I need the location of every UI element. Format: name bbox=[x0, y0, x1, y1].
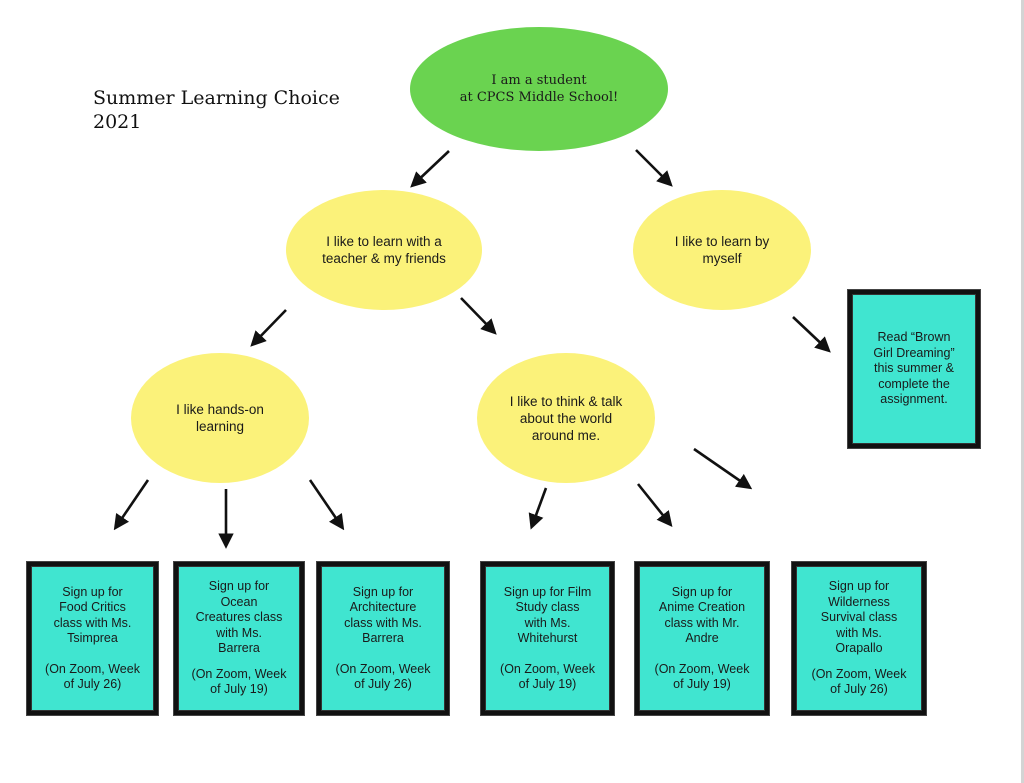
card-schedule: (On Zoom, Week of July 19) bbox=[191, 666, 287, 697]
card-text: Sign up for Food Critics class with Ms. … bbox=[53, 584, 132, 646]
arrow-hands-on-to-food-critics bbox=[113, 479, 150, 531]
arrow-with-others-to-think-talk bbox=[460, 297, 497, 335]
card-schedule: (On Zoom, Week of July 19) bbox=[654, 661, 750, 692]
card-schedule: (On Zoom, Week of July 26) bbox=[45, 661, 140, 692]
card-text: Sign up for Architecture class with Ms. … bbox=[344, 584, 422, 646]
page-edge bbox=[1021, 0, 1024, 783]
card-text: Sign up for Anime Creation class with Mr… bbox=[658, 584, 746, 646]
node-learn-with-teacher-friends: I like to learn with a teacher & my frie… bbox=[286, 190, 482, 310]
card-text: Sign up for Wilderness Survival class wi… bbox=[820, 579, 898, 656]
node-think-talk-world: I like to think & talk about the world a… bbox=[477, 353, 655, 483]
arrow-think-talk-to-anime-creation bbox=[636, 483, 673, 528]
card-read-brown-girl-dreaming: Read “Brown Girl Dreaming” this summer &… bbox=[848, 290, 980, 448]
card-text: Sign up for Film Study class with Ms. Wh… bbox=[503, 584, 592, 646]
arrow-root-to-by-myself bbox=[635, 149, 673, 187]
arrow-root-to-with-others bbox=[410, 150, 450, 188]
page-title: Summer Learning Choice 2021 bbox=[93, 87, 340, 133]
node-hands-on-learning: I like hands-on learning bbox=[131, 353, 309, 483]
card-text: Sign up for Ocean Creatures class with M… bbox=[195, 579, 283, 656]
card-film-study: Sign up for Film Study class with Ms. Wh… bbox=[481, 562, 614, 715]
node-learn-by-myself: I like to learn by myself bbox=[633, 190, 811, 310]
arrow-with-others-to-hands-on bbox=[250, 309, 287, 347]
card-schedule: (On Zoom, Week of July 26) bbox=[811, 666, 907, 697]
card-schedule: (On Zoom, Week of July 19) bbox=[500, 661, 595, 692]
card-wilderness-survival: Sign up for Wilderness Survival class wi… bbox=[792, 562, 926, 715]
card-schedule: (On Zoom, Week of July 26) bbox=[335, 661, 431, 692]
card-food-critics: Sign up for Food Critics class with Ms. … bbox=[27, 562, 158, 715]
card-text: Read “Brown Girl Dreaming” this summer &… bbox=[873, 330, 955, 407]
card-architecture: Sign up for Architecture class with Ms. … bbox=[317, 562, 449, 715]
card-ocean-creatures: Sign up for Ocean Creatures class with M… bbox=[174, 562, 304, 715]
arrow-think-talk-to-film-study bbox=[528, 487, 548, 530]
card-anime-creation: Sign up for Anime Creation class with Mr… bbox=[635, 562, 769, 715]
arrow-think-talk-to-wilderness-survival bbox=[693, 447, 753, 490]
arrow-hands-on-to-architecture bbox=[308, 479, 345, 531]
arrow-by-myself-to-read-card bbox=[792, 316, 831, 353]
root-node-student: I am a student at CPCS Middle School! bbox=[410, 27, 668, 151]
